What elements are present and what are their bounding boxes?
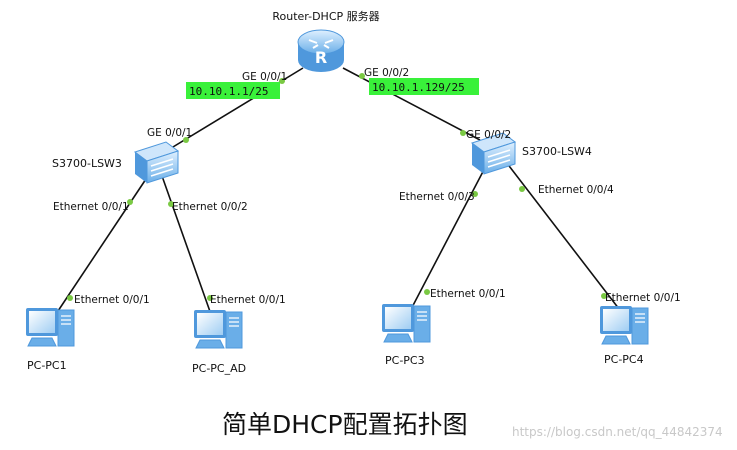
switch-icon: [133, 141, 180, 184]
port-dot: [460, 130, 466, 136]
router-port-left: GE 0/0/1: [242, 71, 287, 83]
port-dot: [359, 73, 365, 79]
switch-name: S3700-LSW3: [52, 157, 122, 170]
pc-name: PC-PC4: [604, 353, 644, 366]
pc-icon: [600, 306, 649, 345]
pc-name: PC-PC_AD: [192, 362, 246, 375]
router-title: Router-DHCP 服务器: [272, 10, 379, 23]
switch-lsw3[interactable]: [133, 141, 180, 184]
switch-lsw4[interactable]: [470, 132, 517, 175]
port-dot: [168, 201, 174, 207]
port-dot: [207, 295, 213, 301]
pc-port: Ethernet 0/0/1: [210, 294, 286, 306]
pc-icon: [26, 308, 75, 347]
diagram-caption: 简单DHCP配置拓扑图: [222, 410, 468, 439]
router-node[interactable]: R: [297, 29, 345, 72]
port-dot: [601, 293, 607, 299]
pc-icon: [194, 310, 243, 349]
switch-port-b: Ethernet 0/0/4: [538, 184, 614, 196]
link-lsw3-pcad: [161, 175, 214, 321]
port-dot: [67, 295, 73, 301]
port-dot: [424, 289, 430, 295]
pc-icon: [382, 304, 431, 343]
router-ip-right: 10.10.1.129/25: [372, 81, 465, 94]
pc-name: PC-PC3: [385, 354, 425, 367]
pc-port: Ethernet 0/0/1: [605, 292, 681, 304]
pc-port: Ethernet 0/0/1: [430, 288, 506, 300]
ip-highlight-left: [186, 82, 280, 99]
link-lsw4-pc4: [505, 161, 627, 319]
link-lsw4-pc3: [407, 161, 489, 316]
switch-port-b: Ethernet 0/0/2: [172, 201, 248, 213]
router-ip-left: 10.10.1.1/25: [189, 85, 268, 98]
port-dot: [183, 137, 189, 143]
watermark: https://blog.csdn.net/qq_44842374: [512, 425, 723, 439]
pc-node-pc4[interactable]: [600, 306, 649, 345]
port-dot: [127, 199, 133, 205]
switch-port-a: Ethernet 0/0/1: [53, 201, 129, 213]
port-dot: [519, 186, 525, 192]
pc-node-pcad[interactable]: [194, 310, 243, 349]
switch-uplink-port: GE 0/0/2: [466, 129, 511, 141]
link-router-lsw4: [342, 67, 481, 141]
svg-text:R: R: [315, 48, 327, 67]
port-dots: [67, 73, 607, 301]
pc-node-pc3[interactable]: [382, 304, 431, 343]
switch-port-a: Ethernet 0/0/3: [399, 191, 475, 203]
pc-name: PC-PC1: [27, 359, 67, 372]
port-dot: [472, 191, 478, 197]
pc-node-pc1[interactable]: [26, 308, 75, 347]
switch-uplink-port: GE 0/0/1: [147, 127, 192, 139]
ip-highlight-right: [369, 78, 479, 95]
switch-name: S3700-LSW4: [522, 145, 592, 158]
switch-icon: [470, 132, 517, 175]
port-dot: [279, 78, 285, 84]
router-port-right: GE 0/0/2: [364, 67, 409, 79]
pc-port: Ethernet 0/0/1: [74, 294, 150, 306]
router-icon: R: [297, 29, 345, 72]
